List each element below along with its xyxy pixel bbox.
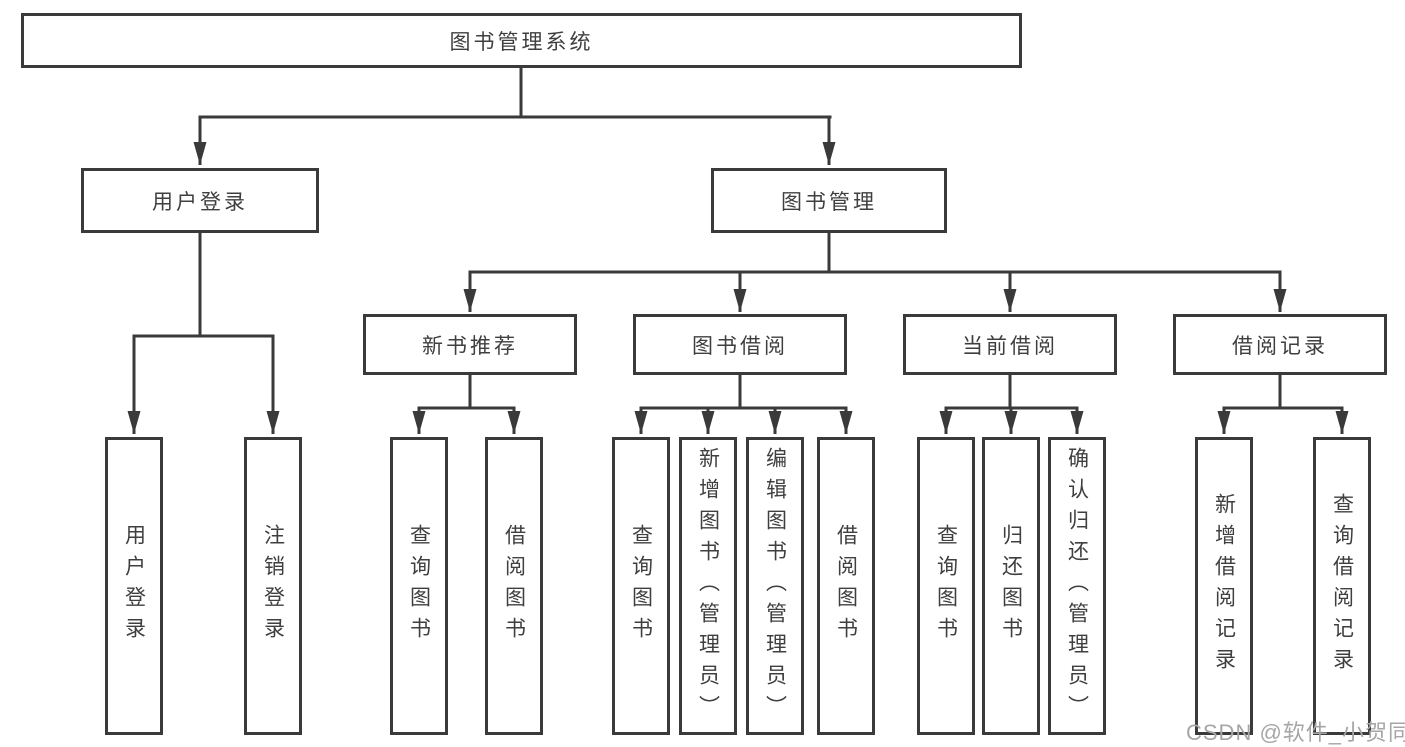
trunk-line [1222, 375, 1344, 410]
leaf-borrow-books-recommend: 借阅图书 [485, 437, 543, 735]
leaf-add-books-admin: 新增图书（管理员） [679, 437, 737, 735]
trunk-line [198, 68, 832, 119]
node-current-borrowing: 当前借阅 [903, 314, 1117, 375]
leaf-borrow-books: 借阅图书 [817, 437, 875, 735]
node-new-book-recommendation: 新书推荐 [363, 314, 577, 375]
leaf-return-books: 归还图书 [982, 437, 1040, 735]
connector-new-book-recommendation-children [412, 375, 521, 434]
leaf-query-books-recommend: 查询图书 [390, 437, 448, 735]
connector-borrowing-records-children [1217, 375, 1349, 434]
trunk-line [639, 375, 848, 410]
connector-root-to-level2 [193, 68, 836, 165]
trunk-line [417, 375, 516, 410]
leaf-confirm-return-admin: 确认归还（管理员） [1048, 437, 1106, 735]
trunk-line [468, 233, 1282, 274]
node-borrowing-records: 借阅记录 [1173, 314, 1387, 375]
node-book-borrowing: 图书借阅 [633, 314, 847, 375]
node-library-management-system: 图书管理系统 [21, 13, 1022, 68]
leaf-add-borrow-record: 新增借阅记录 [1195, 437, 1253, 735]
connector-current-borrowing-children [939, 375, 1084, 434]
node-book-management: 图书管理 [711, 168, 947, 233]
leaf-query-books-current: 查询图书 [917, 437, 975, 735]
csdn-watermark: CSDN @软件_小贺同学 [1186, 720, 1405, 745]
trunk-line [132, 233, 275, 338]
connector-user-login-children [127, 233, 280, 434]
leaf-query-books-borrowing: 查询图书 [612, 437, 670, 735]
leaf-logout: 注销登录 [244, 437, 302, 735]
node-user-login: 用户登录 [81, 168, 319, 233]
connector-book-management-children [463, 233, 1287, 312]
leaf-query-borrow-record: 查询借阅记录 [1313, 437, 1371, 735]
connector-book-borrowing-children [634, 375, 853, 434]
leaf-edit-books-admin: 编辑图书（管理员） [746, 437, 804, 735]
trunk-line [944, 375, 1079, 410]
leaf-user-login: 用户登录 [105, 437, 163, 735]
